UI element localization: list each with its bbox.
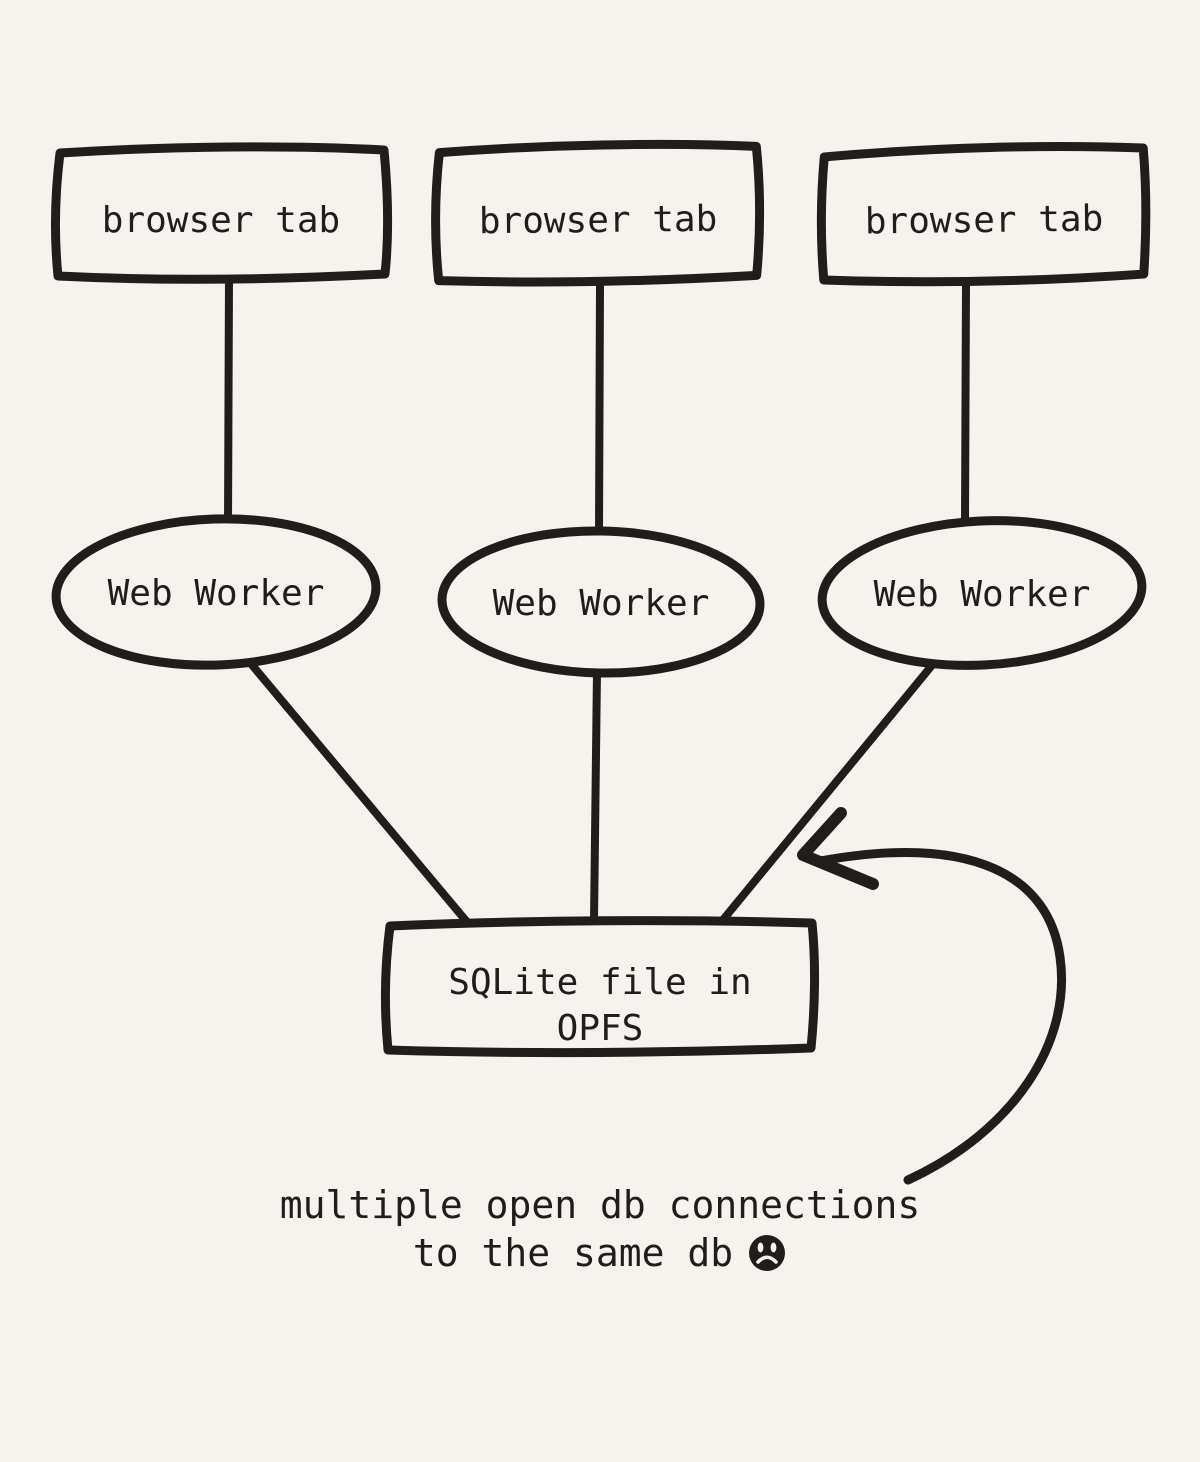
browser-tab-node-1: browser tab (51, 142, 393, 284)
caption: multiple open db connections to the same… (0, 1183, 1200, 1275)
browser-tab-box-3 (816, 142, 1151, 287)
caption-line-2-text: to the same db (412, 1231, 734, 1275)
annotation-arrow-curve (815, 848, 1066, 1185)
connector-worker1-sqlite (243, 655, 471, 926)
web-worker-ellipse-3 (817, 516, 1147, 670)
browser-tab-label-1: browser tab (102, 200, 340, 241)
web-worker-label-2: Web Worker (493, 583, 710, 624)
annotation-arrow (797, 807, 1066, 1185)
browser-tab-box-2 (431, 139, 765, 287)
web-worker-node-1: Web Worker (51, 514, 381, 670)
browser-tab-label-3: browser tab (865, 199, 1104, 243)
connector-tab1-worker1 (224, 274, 233, 528)
caption-line-2: to the same db (413, 1231, 787, 1275)
annotation-arrow-head (797, 807, 879, 890)
web-worker-node-2: Web Worker (437, 526, 765, 678)
connector-tab3-worker3 (961, 278, 970, 529)
sqlite-file-label-line2: OPFS (557, 1008, 644, 1049)
web-worker-label-3: Web Worker (874, 574, 1091, 615)
connector-worker2-sqlite (590, 667, 601, 925)
web-worker-node-3: Web Worker (817, 516, 1147, 670)
web-worker-ellipse-1 (51, 514, 381, 670)
connector-worker3-sqlite (718, 654, 942, 925)
sqlite-file-box (381, 916, 820, 1057)
sqlite-file-node: SQLite file in OPFS (381, 916, 820, 1057)
web-worker-ellipse-2 (437, 526, 765, 678)
web-worker-label-1: Web Worker (108, 573, 325, 614)
browser-tab-label-2: browser tab (479, 199, 718, 242)
connector-tab2-worker2 (595, 278, 604, 540)
browser-tab-node-2: browser tab (431, 139, 765, 287)
sqlite-file-label-line1: SQLite file in (448, 962, 751, 1003)
browser-tab-box-1 (51, 142, 393, 284)
frowning-face-icon (749, 1235, 786, 1271)
caption-line-1: multiple open db connections (279, 1183, 921, 1227)
browser-tab-node-3: browser tab (816, 142, 1151, 287)
